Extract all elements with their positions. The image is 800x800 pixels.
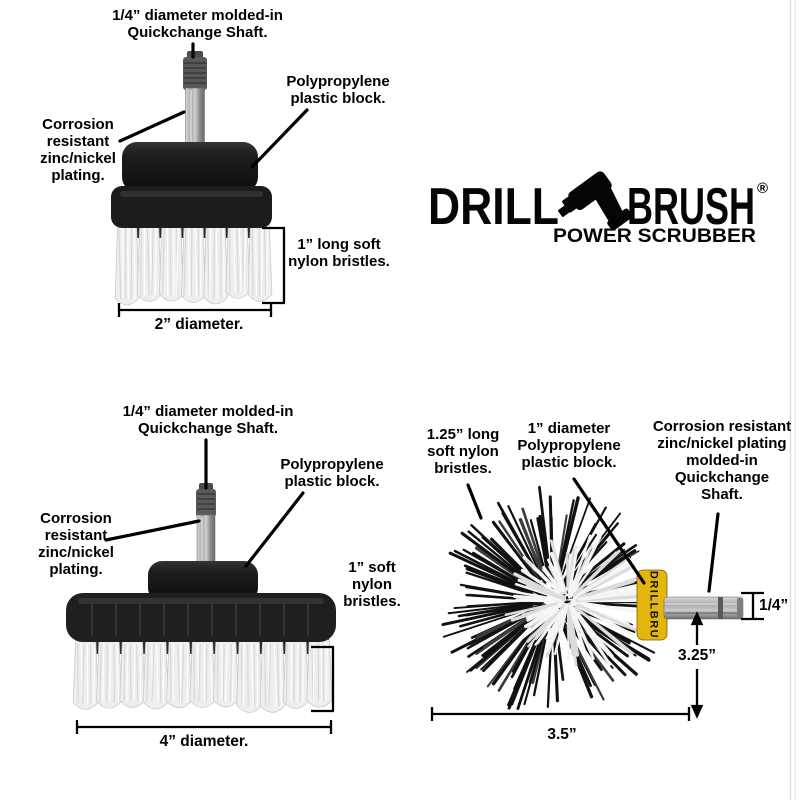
photo-edge-lines [789, 0, 796, 800]
logo-word-brush: BRUSH [627, 178, 755, 236]
dimension-3-25-inch: 3.25” [678, 647, 716, 664]
logo-word-drill: DRILL [428, 178, 559, 236]
callout-plastic-block-ball: 1” diameter Polypropylene plastic block. [517, 420, 621, 471]
dimension-3-5-inch: 3.5” [547, 726, 577, 743]
callout-plastic-block-large: Polypropylene plastic block. [280, 456, 384, 490]
callout-bristles-small: 1” long soft nylon bristles. [288, 236, 390, 270]
callout-quickchange-shaft-small: 1/4” diameter molded-in Quickchange Shaf… [112, 7, 283, 41]
dimension-quarter-inch-shaft: 1/4” [759, 597, 789, 614]
dimension-lines [75, 226, 764, 734]
callout-bristles-large: 1” soft nylon bristles. [343, 559, 401, 610]
large-flat-brush-illustration [66, 483, 336, 713]
small-round-brush-illustration [111, 51, 273, 306]
flat-brush-bristles [72, 638, 333, 713]
callout-plating-large: Corrosion resistant zinc/nickel plating. [38, 510, 114, 578]
drillbrush-logo: DRILL BRUSH ® POWER SCRUBBER [428, 171, 768, 247]
ball-brush-illustration: DRILLBRU [441, 485, 744, 710]
callout-plating-small: Corrosion resistant zinc/nickel plating. [40, 116, 116, 184]
callout-plating-ball: Corrosion resistant zinc/nickel plating … [652, 418, 792, 503]
band-brand-text: DRILLBRU [648, 571, 660, 639]
callout-bristles-ball: 1.25” long soft nylon bristles. [426, 426, 500, 477]
callout-quickchange-shaft-large: 1/4” diameter molded-in Quickchange Shaf… [122, 403, 294, 437]
ball-brush-bristles [441, 485, 666, 710]
registered-trademark-symbol: ® [757, 180, 768, 197]
small-brush-bristles [114, 222, 273, 306]
dimension-2in-diameter: 2” diameter. [154, 316, 244, 333]
leader-lines [104, 42, 720, 593]
callout-plastic-block-small: Polypropylene plastic block. [286, 73, 390, 107]
logo-tagline: POWER SCRUBBER [553, 226, 756, 247]
dimension-4in-diameter: 4” diameter. [159, 733, 249, 750]
drill-icon [557, 171, 633, 231]
